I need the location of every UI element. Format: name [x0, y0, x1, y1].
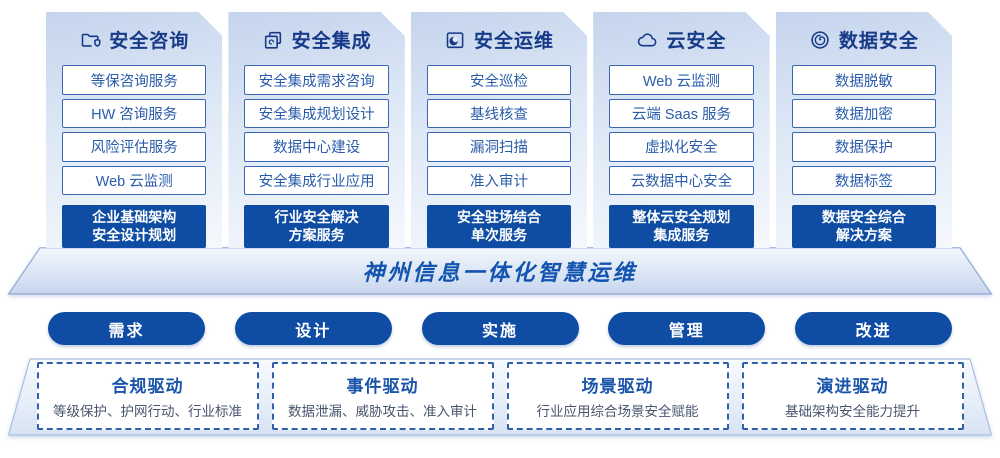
column-cloud-security: 云安全 Web 云监测 云端 Saas 服务 虚拟化安全 云数据中心安全 整体云…	[593, 12, 769, 248]
service-item: 漏洞扫描	[427, 132, 571, 161]
folder-clock-icon	[444, 29, 466, 51]
service-item: 云数据中心安全	[609, 166, 753, 195]
column-header: 安全集成	[244, 24, 388, 55]
driver-incident: 事件驱动 数据泄漏、威胁攻击、准入审计	[271, 362, 494, 430]
fingerprint-icon	[809, 29, 831, 51]
driver-compliance: 合规驱动 等级保护、护网行动、行业标准	[36, 362, 259, 430]
process-pill-management: 管理	[608, 312, 766, 345]
column-title: 数据安全	[838, 31, 919, 53]
footer-line: 行业安全解决	[274, 208, 359, 225]
service-item: Web 云监测	[609, 65, 753, 94]
copy-docs-icon	[262, 29, 284, 51]
platform-banner: 神州信息一体化智慧运维	[0, 247, 1000, 295]
column-title: 安全运维	[474, 31, 555, 53]
service-item: 数据标签	[792, 166, 936, 195]
process-pill-requirement: 需求	[48, 312, 205, 345]
driver-title: 合规驱动	[111, 377, 184, 396]
driver-description: 基础架构安全能力提升	[785, 404, 920, 419]
service-item: 基线核查	[427, 99, 571, 128]
service-item: 数据保护	[792, 132, 936, 161]
driver-title: 演进驱动	[816, 377, 889, 396]
service-columns-row: 安全咨询 等保咨询服务 HW 咨询服务 风险评估服务 Web 云监测 企业基础架…	[0, 12, 1000, 248]
service-item: 准入审计	[427, 166, 571, 195]
service-item: 虚拟化安全	[609, 132, 753, 161]
service-item: 安全巡检	[427, 65, 571, 94]
footer-line: 方案服务	[288, 227, 345, 244]
service-item: 云端 Saas 服务	[609, 99, 753, 128]
folder-shield-icon	[79, 29, 101, 51]
banner-title: 神州信息一体化智慧运维	[362, 260, 638, 285]
column-footer: 企业基础架构 安全设计规划	[62, 205, 206, 248]
column-footer: 整体云安全规划 集成服务	[609, 205, 753, 248]
column-header: 数据安全	[792, 24, 936, 55]
service-item: 安全集成行业应用	[244, 166, 388, 195]
service-item: 数据加密	[792, 99, 936, 128]
process-steps-row: 需求 设计 实施 管理 改进	[0, 312, 1000, 345]
footer-line: 安全驻场结合	[457, 208, 542, 225]
process-pill-implementation: 实施	[421, 312, 579, 345]
service-item: 数据中心建设	[244, 132, 388, 161]
process-pill-improvement: 改进	[795, 312, 952, 345]
footer-line: 集成服务	[653, 227, 710, 244]
service-item: 风险评估服务	[62, 132, 206, 161]
driver-description: 行业应用综合场景安全赋能	[536, 404, 699, 419]
driver-evolution: 演进驱动 基础架构安全能力提升	[741, 362, 964, 430]
footer-line: 整体云安全规划	[632, 208, 731, 225]
footer-line: 安全设计规划	[92, 227, 177, 244]
column-footer: 数据安全综合 解决方案	[792, 205, 936, 248]
column-security-operations: 安全运维 安全巡检 基线核查 漏洞扫描 准入审计 安全驻场结合 单次服务	[411, 12, 587, 248]
cloud-icon	[636, 29, 658, 51]
column-security-integration: 安全集成 安全集成需求咨询 安全集成规划设计 数据中心建设 安全集成行业应用 行…	[228, 12, 404, 248]
column-data-security: 数据安全 数据脱敏 数据加密 数据保护 数据标签 数据安全综合 解决方案	[776, 12, 952, 248]
drivers-section: 合规驱动 等级保护、护网行动、行业标准 事件驱动 数据泄漏、威胁攻击、准入审计 …	[0, 358, 1000, 438]
driver-title: 场景驱动	[581, 377, 654, 396]
footer-line: 解决方案	[835, 227, 892, 244]
service-item: 等保咨询服务	[62, 65, 206, 94]
column-header: 云安全	[609, 24, 753, 55]
process-pill-design: 设计	[234, 312, 392, 345]
service-item: 安全集成需求咨询	[244, 65, 388, 94]
column-header: 安全运维	[427, 24, 571, 55]
service-item: Web 云监测	[62, 166, 206, 195]
column-header: 安全咨询	[62, 24, 206, 55]
footer-line: 企业基础架构	[92, 208, 177, 225]
service-item: 数据脱敏	[792, 65, 936, 94]
column-title: 安全集成	[291, 31, 372, 53]
driver-description: 等级保护、护网行动、行业标准	[53, 404, 242, 419]
footer-line: 单次服务	[471, 227, 528, 244]
service-item: HW 咨询服务	[62, 99, 206, 128]
column-title: 云安全	[666, 31, 727, 53]
driver-scenario: 场景驱动 行业应用综合场景安全赋能	[506, 362, 729, 430]
drivers-row: 合规驱动 等级保护、护网行动、行业标准 事件驱动 数据泄漏、威胁攻击、准入审计 …	[0, 362, 1000, 430]
column-footer: 安全驻场结合 单次服务	[427, 205, 571, 248]
driver-description: 数据泄漏、威胁攻击、准入审计	[288, 404, 477, 419]
service-item: 安全集成规划设计	[244, 99, 388, 128]
column-footer: 行业安全解决 方案服务	[244, 205, 388, 248]
column-security-consulting: 安全咨询 等保咨询服务 HW 咨询服务 风险评估服务 Web 云监测 企业基础架…	[46, 12, 222, 248]
driver-title: 事件驱动	[346, 377, 419, 396]
column-title: 安全咨询	[109, 31, 190, 53]
footer-line: 数据安全综合	[821, 208, 906, 225]
